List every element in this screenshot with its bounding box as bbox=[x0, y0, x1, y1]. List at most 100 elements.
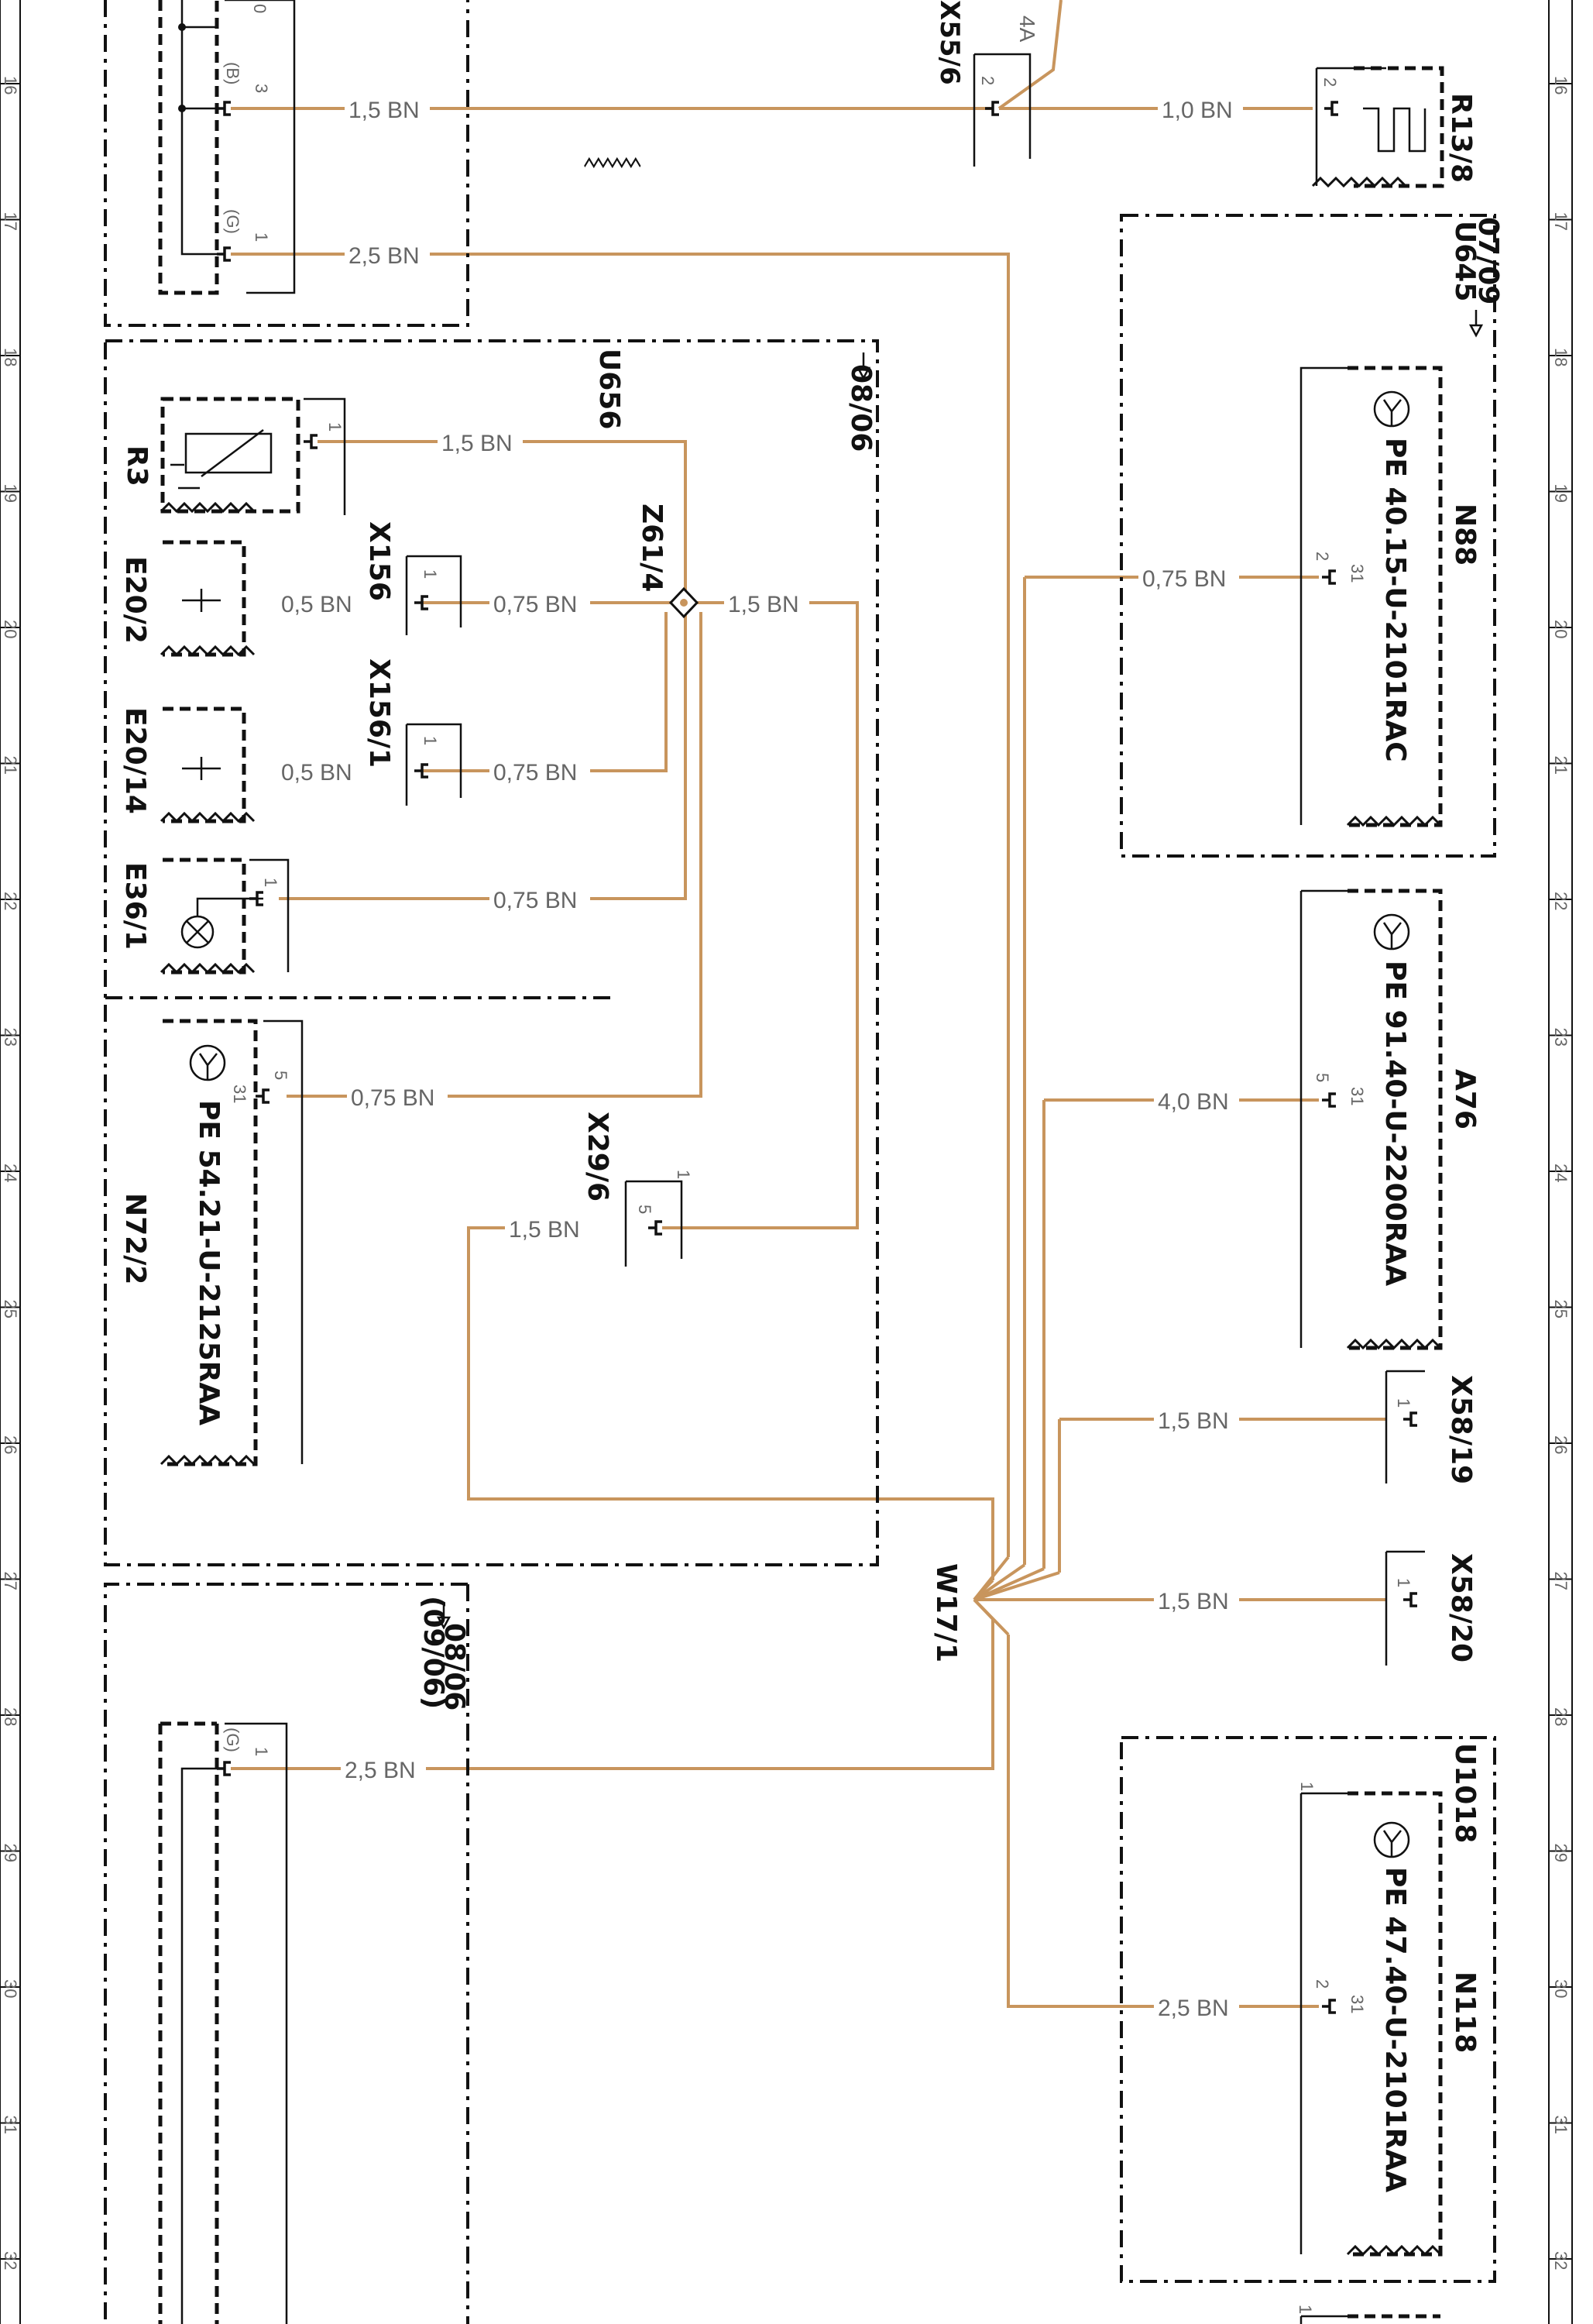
svg-text:0,75 BN: 0,75 BN bbox=[351, 1085, 434, 1111]
wire-label-e20-2: 0,5 BN bbox=[277, 591, 362, 617]
grid-row-label-left: 19 bbox=[1, 484, 20, 503]
pin-label: 31 bbox=[230, 1085, 249, 1103]
x58-19-connector: 1 X58/19 bbox=[1385, 1370, 1477, 1484]
pin-label: 1 bbox=[421, 569, 440, 579]
x58-20-label: X58/20 bbox=[1445, 1553, 1477, 1662]
pin-label: 2 bbox=[1320, 77, 1340, 87]
e36-1-label: E36/1 bbox=[119, 862, 151, 950]
fuse-rating-label: 4A bbox=[1015, 15, 1039, 43]
svg-text:0,75 BN: 0,75 BN bbox=[493, 592, 577, 617]
grid-row-label-left: 30 bbox=[1, 1979, 20, 1998]
grid-row-label-right: 27 bbox=[1551, 1572, 1571, 1590]
wire-label-splice-out: 1,5 BN bbox=[724, 591, 809, 617]
grid-row-label-right: 23 bbox=[1551, 1028, 1571, 1047]
pin-label: 31 bbox=[1348, 564, 1367, 583]
z61-4-label: Z61/4 bbox=[636, 504, 668, 592]
e20-2-label: E20/2 bbox=[119, 556, 151, 644]
wire-label-x156-1: 0,75 BN bbox=[489, 759, 590, 786]
wire-label-lower-left: 2,5 BN bbox=[341, 1757, 426, 1783]
u656-module: U656 08/06 1 R3 E20/2 1 X156 Z61/4 E20/1… bbox=[119, 349, 877, 1466]
grid-row-label-right: 31 bbox=[1551, 2116, 1571, 2134]
grid-row-label-right: 24 bbox=[1551, 1164, 1571, 1182]
wire-label-w16-left: 1,5 BN bbox=[345, 97, 430, 123]
wire-label-x156: 0,75 BN bbox=[489, 591, 590, 617]
x156-label: X156 bbox=[363, 521, 395, 601]
cut-marks bbox=[160, 177, 1442, 2256]
wire-label-w17-left: 2,5 BN bbox=[345, 242, 430, 269]
pin-label: (B) bbox=[223, 62, 242, 84]
pin-label: 1 bbox=[325, 422, 345, 431]
svg-text:1,5 BN: 1,5 BN bbox=[728, 592, 799, 617]
pin-label: 3 bbox=[252, 84, 271, 93]
pin-label: 1 bbox=[1296, 2305, 1315, 2314]
wire-label-w16-right: 1,0 BN bbox=[1158, 97, 1243, 123]
wire-label-e20-14: 0,5 BN bbox=[277, 759, 362, 786]
pin-label: 1 bbox=[421, 736, 440, 745]
svg-text:2,5 BN: 2,5 BN bbox=[348, 243, 420, 269]
grid-row-label-right: 19 bbox=[1551, 484, 1571, 503]
wire-label-x58-19: 1,5 BN bbox=[1154, 1408, 1239, 1434]
lower-left-ref-label: 08/06 bbox=[438, 1623, 470, 1710]
svg-text:0,75 BN: 0,75 BN bbox=[493, 760, 577, 786]
grid-row-label-left: 32 bbox=[1, 2251, 20, 2270]
top-left-module: 0 (B) 3 (G) 1 bbox=[158, 0, 296, 295]
wires bbox=[231, 0, 1386, 2008]
pin-label: 5 bbox=[635, 1205, 654, 1214]
u656-ref-label: 08/06 bbox=[845, 364, 877, 452]
u645-ref-label: 07/09 bbox=[1472, 217, 1504, 304]
grid-row-label-right: 20 bbox=[1551, 620, 1571, 638]
grid-row-label-left: 26 bbox=[1, 1435, 20, 1454]
u645-frame bbox=[1120, 214, 1496, 858]
pin-label: 1 bbox=[1394, 1398, 1413, 1408]
pin-label: 2 bbox=[1313, 1979, 1332, 1989]
grid-row-label-right: 28 bbox=[1551, 1707, 1571, 1726]
pin-label: 5 bbox=[1313, 1073, 1332, 1082]
u645-label: U645 bbox=[1449, 221, 1481, 301]
u1018-label: U1018 bbox=[1449, 1743, 1481, 1843]
a76-pe-label: PE 91.40-U-2200RAA bbox=[1379, 961, 1411, 1286]
grid-row-label-left: 23 bbox=[1, 1028, 20, 1047]
grid-row-label-left: 22 bbox=[1, 892, 20, 910]
grid-row-label-left: 25 bbox=[1, 1300, 20, 1318]
svg-text:1,5 BN: 1,5 BN bbox=[1158, 1408, 1229, 1434]
frames bbox=[104, 0, 1496, 2324]
pin-label: 1 bbox=[252, 232, 271, 242]
grid-row-label-right: 29 bbox=[1551, 1844, 1571, 1862]
x29-6-label: X29/6 bbox=[582, 1112, 613, 1202]
grid-row-label-right: 16 bbox=[1551, 76, 1571, 95]
wire-label-e36-1: 0,75 BN bbox=[489, 887, 590, 913]
grid-row-label-left: 24 bbox=[1, 1164, 20, 1182]
svg-text:1,5 BN: 1,5 BN bbox=[348, 98, 420, 123]
svg-text:2,5 BN: 2,5 BN bbox=[345, 1758, 416, 1783]
u1018-module: U1018 1 2 31 PE 47.40-U-2101RAA N118 1 bbox=[1296, 1743, 1481, 2324]
u656-frame bbox=[104, 339, 879, 1566]
grid-row-label-left: 17 bbox=[1, 212, 20, 231]
pin-label: 1 bbox=[261, 878, 280, 887]
grid-row-label-right: 30 bbox=[1551, 1979, 1571, 1998]
svg-text:0,75 BN: 0,75 BN bbox=[493, 888, 577, 913]
grid-row-label-right: 32 bbox=[1551, 2251, 1571, 2270]
svg-text:0,5 BN: 0,5 BN bbox=[281, 760, 352, 786]
grid-row-label-left: 21 bbox=[1, 756, 20, 775]
pin-label: 2 bbox=[1313, 552, 1332, 561]
svg-text:0,5 BN: 0,5 BN bbox=[281, 592, 352, 617]
svg-text:1,5 BN: 1,5 BN bbox=[1158, 1589, 1229, 1614]
n88-label: N88 bbox=[1449, 504, 1481, 566]
grid-row-label-right: 25 bbox=[1551, 1300, 1571, 1318]
grid-row-label-right: 18 bbox=[1551, 348, 1571, 366]
pin-label: 0 bbox=[250, 4, 270, 13]
x55-6-label: X55/6 bbox=[934, 0, 965, 85]
e20-14-label: E20/14 bbox=[119, 707, 151, 814]
x55-6-connector: 2 X55/6 4A bbox=[583, 0, 1039, 168]
pin-label: 2 bbox=[978, 76, 997, 85]
svg-text:1,5 BN: 1,5 BN bbox=[441, 431, 513, 456]
wire-label-x58-20: 1,5 BN bbox=[1154, 1588, 1239, 1614]
grid-row-label-right: 17 bbox=[1551, 212, 1571, 231]
grid-row-label-right: 21 bbox=[1551, 756, 1571, 775]
pin-label: 31 bbox=[1348, 1087, 1367, 1105]
svg-text:1,0 BN: 1,0 BN bbox=[1162, 98, 1233, 123]
wire-label-x29-6: 1,5 BN bbox=[505, 1216, 590, 1243]
svg-text:4,0 BN: 4,0 BN bbox=[1158, 1089, 1229, 1115]
grid-row-label-left: 28 bbox=[1, 1707, 20, 1726]
